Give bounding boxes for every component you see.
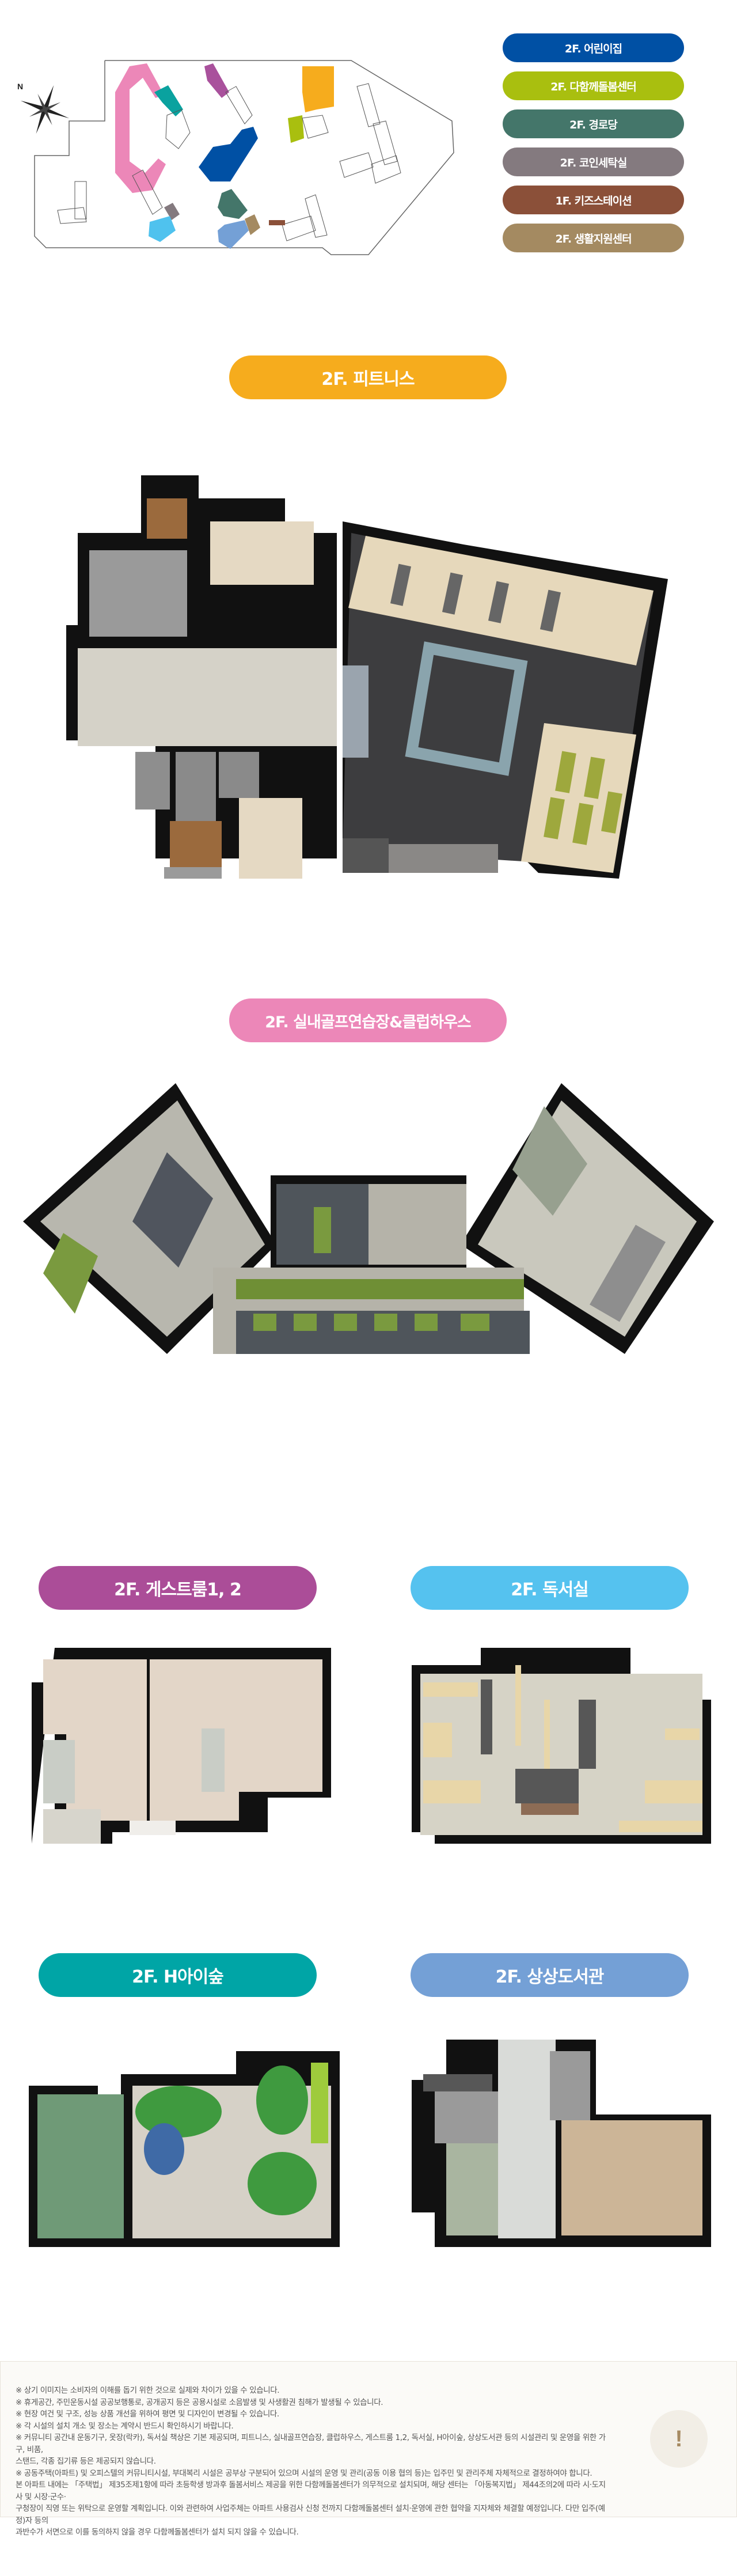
notice-line: ※ 각 시설의 설치 개소 및 장소는 계약시 반드시 확인하시기 바랍니다. (16, 2421, 234, 2431)
legend-support-center[interactable]: 2F. 생활지원센터 (503, 224, 684, 252)
legend-daycare[interactable]: 2F. 어린이집 (503, 33, 684, 62)
section-title-text: 2F. 게스트룸1, 2 (114, 1580, 242, 1600)
legend-label: 2F. 코인세탁실 (560, 156, 628, 169)
notice-line: 구청장이 직영 또는 위탁으로 운영할 계획입니다. 이와 관련하여 사업주체는… (16, 2504, 605, 2525)
svg-text:N: N (17, 82, 23, 91)
floor-plan-guest-room (32, 1648, 331, 1855)
legend-laundry[interactable]: 2F. 코인세탁실 (503, 147, 684, 176)
section-title-library: 2F. 상상도서관 (411, 1953, 689, 1997)
floor-plan-library (412, 2028, 711, 2259)
legend-care-center[interactable]: 2F. 다함께돌봄센터 (503, 71, 684, 100)
legend-senior-center[interactable]: 2F. 경로당 (503, 109, 684, 138)
notice-line: ※ 커뮤니티 공간내 운동기구, 옷장(락카), 독서실 책상은 기본 제공되며… (16, 2433, 606, 2454)
section-title-text: 2F. 피트니스 (321, 369, 415, 389)
section-title-reading-room: 2F. 독서실 (411, 1566, 689, 1610)
exclamation-icon: ! (650, 2410, 708, 2468)
legend-label: 2F. 다함께돌봄센터 (550, 80, 637, 93)
legend-label: 1F. 키즈스테이션 (555, 194, 632, 207)
compass-icon: N (17, 82, 70, 134)
section-title-text: 2F. 독서실 (511, 1580, 589, 1600)
legend-label: 2F. 어린이집 (564, 42, 622, 55)
section-title-guest-room: 2F. 게스트룸1, 2 (39, 1566, 317, 1610)
legend-label: 2F. 생활지원센터 (555, 232, 632, 245)
notice-box: ※ 상기 이미지는 소비자의 이해를 돕기 위한 것으로 실제와 차이가 있을 … (0, 2361, 737, 2537)
floor-plan-fitness (66, 475, 671, 879)
notice-line: 과반수가 서면으로 이를 동의하지 않을 경우 다함께돌봄센터가 설치 되지 않… (16, 2528, 299, 2537)
section-title-h-aisoop: 2F. H아이숲 (39, 1953, 317, 1997)
floor-plan-golf (23, 1083, 714, 1354)
section-title-fitness: 2F. 피트니스 (229, 355, 507, 399)
site-map-drawing: N (17, 60, 454, 255)
section-title-golf: 2F. 실내골프연습장&클럽하우스 (229, 998, 507, 1042)
notice-line: ※ 공동주택(아파트) 및 오피스텔의 커뮤니티시설, 부대복리 시설은 공부상… (16, 2468, 592, 2478)
floor-plan-h-aisoop (29, 2040, 340, 2259)
notice-line: ※ 현장 여건 및 구조, 성능 상품 개선을 위하여 평면 및 디자인이 변경… (16, 2409, 279, 2419)
notice-list: ※ 상기 이미지는 소비자의 이해를 돕기 위한 것으로 실제와 차이가 있을 … (16, 2385, 609, 2539)
notice-line: 스탠드, 각종 집기류 등은 제공되지 않습니다. (16, 2457, 156, 2466)
section-title-text: 2F. 상상도서관 (495, 1967, 605, 1987)
notice-line: ※ 상기 이미지는 소비자의 이해를 돕기 위한 것으로 실제와 차이가 있을 … (16, 2386, 280, 2395)
section-title-text: 2F. H아이숲 (132, 1967, 224, 1987)
notice-line: ※ 휴게공간, 주민운동시설 공공보행통로, 공개공지 등은 공용시설로 소음발… (16, 2397, 383, 2407)
section-title-text: 2F. 실내골프연습장&클럽하우스 (265, 1013, 472, 1031)
notice-line: 본 아파트 내에는 「주택법」 제35조제1항에 따라 초등학생 방과후 돌봄서… (16, 2480, 606, 2502)
floor-plan-reading-room (412, 1648, 711, 1855)
legend-label: 2F. 경로당 (569, 118, 618, 131)
legend-kids-station[interactable]: 1F. 키즈스테이션 (503, 186, 684, 214)
site-map: N (12, 52, 461, 259)
